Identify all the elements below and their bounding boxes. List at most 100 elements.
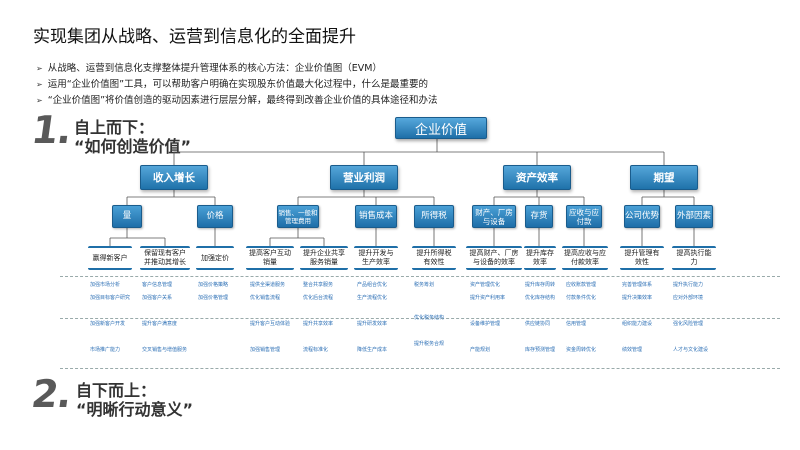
detail-item: 客户信息管理 bbox=[142, 282, 173, 288]
detail-item: 提升共享效率 bbox=[303, 321, 334, 327]
action-node: 提高应收与应付款效率 bbox=[562, 246, 608, 270]
separator-line bbox=[60, 276, 780, 277]
detail-item: 生产流程优化 bbox=[357, 295, 388, 301]
detail-item: 完善管理体系 bbox=[622, 282, 653, 288]
action-node: 提高执行能力 bbox=[672, 246, 716, 270]
detail-item: 加强价格管理 bbox=[198, 295, 229, 301]
external-factors-node: 外部因素 bbox=[675, 205, 713, 228]
detail-item: 市场推广能力 bbox=[90, 347, 121, 353]
detail-item: 资产管理优化 bbox=[470, 282, 501, 288]
receivables-payables-node: 应收与应付款 bbox=[566, 205, 602, 228]
detail-item: 优化后台流程 bbox=[303, 295, 334, 301]
volume-node: 量 bbox=[112, 205, 142, 228]
action-node: 提升管理有效性 bbox=[620, 246, 664, 270]
step-one-line2: “如何创造价值” bbox=[74, 137, 192, 156]
action-node: 提升所得税有效性 bbox=[412, 246, 456, 270]
action-node: 赢得新客户 bbox=[88, 246, 132, 270]
detail-item: 提升研发效率 bbox=[357, 321, 388, 327]
detail-item: 加强销售管理 bbox=[250, 347, 281, 353]
detail-item: 产品组合优化 bbox=[357, 282, 388, 288]
sga-expense-node: 销售、一般和管理费用 bbox=[277, 205, 319, 228]
detail-item: 库存预测管理 bbox=[525, 347, 556, 353]
detail-item: 供应链协同 bbox=[525, 321, 551, 327]
bullet-1: ➢ 从战略、运营到信息化支撑整体提升管理体系的核心方法：企业价值图（EVM） bbox=[36, 60, 382, 74]
step-one-line1: 自上而下： bbox=[74, 118, 155, 137]
detail-item: 税务筹划 bbox=[414, 282, 435, 288]
detail-item: 交叉销售与增值服务 bbox=[142, 347, 188, 353]
detail-column: 客户信息管理 加强客户关系 提升客户满意度 交叉销售与增值服务 bbox=[142, 282, 190, 354]
detail-item: 加强价格策略 bbox=[198, 282, 229, 288]
detail-item: 提升库存周转 bbox=[525, 282, 556, 288]
detail-item: 加强市场分析 bbox=[90, 282, 121, 288]
detail-item: 应对外部环境 bbox=[673, 295, 704, 301]
detail-item: 加强目标客户研究 bbox=[90, 295, 131, 301]
detail-column: 产品组合优化 生产流程优化 提升研发效率 降低生产成本 bbox=[357, 282, 401, 354]
arrow-bullet-icon: ➢ bbox=[36, 96, 43, 105]
step-two-line2: “明晰行动意义” bbox=[76, 400, 194, 419]
detail-column: 提升库存周转 优化库存结构 供应链协同 库存预测管理 bbox=[525, 282, 561, 354]
detail-column: 资产管理优化 提升资产利用率 设备维护管理 产能规划 bbox=[470, 282, 520, 354]
detail-column: 整合共享服务 优化后台流程 提升共享效率 流程标准化 bbox=[303, 282, 349, 354]
revenue-growth-node: 收入增长 bbox=[140, 165, 208, 190]
action-node: 提高财产、厂房与设备的效率 bbox=[466, 246, 522, 270]
detail-column: 应收账款管理 付款条件优化 信用管理 资金周转优化 bbox=[566, 282, 612, 354]
ppe-node: 财产、厂房与设备 bbox=[472, 205, 516, 228]
step-one-heading: 自上而下： “如何创造价值” bbox=[74, 118, 191, 156]
price-node: 价格 bbox=[197, 205, 233, 228]
bullet-3: ➢ “企业价值图”将价值创造的驱动因素进行层层分解，最终得到改善企业价值的具体途径… bbox=[36, 92, 438, 106]
cost-of-sales-node: 销售成本 bbox=[355, 205, 397, 228]
detail-item: 流程标准化 bbox=[303, 347, 329, 353]
detail-item: 降低生产成本 bbox=[357, 347, 388, 353]
detail-column: 加强市场分析 加强目标客户研究 加强新客户开发 市场推广能力 bbox=[90, 282, 134, 354]
enterprise-value-node: 企业价值 bbox=[395, 117, 487, 139]
action-node: 提升开发与生产效率 bbox=[354, 246, 398, 270]
detail-item: 提升客户互动体验 bbox=[250, 321, 291, 327]
detail-item: 提供全渠道服务 bbox=[250, 282, 286, 288]
detail-item: 设备维护管理 bbox=[470, 321, 501, 327]
detail-item: 提升税务合规 bbox=[414, 340, 445, 347]
detail-item: 信用管理 bbox=[566, 321, 587, 327]
detail-column: 税务筹划 优化税务结构 提升税务合规 bbox=[414, 282, 458, 347]
arrow-bullet-icon: ➢ bbox=[36, 64, 43, 73]
asset-efficiency-node: 资产效率 bbox=[503, 165, 571, 190]
detail-item: 付款条件优化 bbox=[566, 295, 597, 301]
detail-item: 强化风险管理 bbox=[673, 321, 704, 327]
detail-item: 优化税务结构 bbox=[414, 314, 445, 321]
action-node: 加强定价 bbox=[196, 246, 234, 270]
separator-line bbox=[60, 318, 780, 319]
detail-item: 提升客户满意度 bbox=[142, 321, 178, 327]
bullet-text: “企业价值图”将价值创造的驱动因素进行层层分解，最终得到改善企业价值的具体途径和… bbox=[47, 95, 438, 106]
detail-column: 完善管理体系 提升决策效率 组织能力建设 绩效管理 bbox=[622, 282, 666, 354]
detail-item: 提升资产利用率 bbox=[470, 295, 506, 301]
detail-column: 加强价格策略 加强价格管理 bbox=[198, 282, 238, 302]
bullet-text: 从战略、运营到信息化支撑整体提升管理体系的核心方法：企业价值图（EVM） bbox=[47, 63, 382, 74]
detail-item: 提升执行能力 bbox=[673, 282, 704, 288]
bullet-2: ➢ 运用“企业价值图”工具，可以帮助客户明确在实现股东价值最大化过程中，什么是最重… bbox=[36, 76, 428, 90]
detail-item: 优化库存结构 bbox=[525, 295, 556, 301]
inventory-node: 存货 bbox=[525, 205, 553, 228]
detail-column: 提升执行能力 应对外部环境 强化风险管理 人才与文化建设 bbox=[673, 282, 719, 354]
step-two-line1: 自下而上： bbox=[76, 381, 157, 400]
action-node: 提升企业共享服务销量 bbox=[300, 246, 348, 270]
income-tax-node: 所得税 bbox=[414, 205, 454, 228]
separator-line bbox=[60, 368, 780, 369]
detail-item: 资金周转优化 bbox=[566, 347, 597, 353]
detail-item: 加强客户关系 bbox=[142, 295, 173, 301]
detail-item: 应收账款管理 bbox=[566, 282, 597, 288]
bullet-text: 运用“企业价值图”工具，可以帮助客户明确在实现股东价值最大化过程中，什么是最重要… bbox=[47, 79, 429, 90]
action-node: 提升库存效率 bbox=[524, 246, 556, 270]
detail-item: 整合共享服务 bbox=[303, 282, 334, 288]
step-two-heading: 自下而上： “明晰行动意义” bbox=[76, 381, 193, 419]
company-advantage-node: 公司优势 bbox=[624, 205, 660, 228]
detail-item: 绩效管理 bbox=[622, 347, 643, 353]
arrow-bullet-icon: ➢ bbox=[36, 80, 43, 89]
detail-item: 加强新客户开发 bbox=[90, 321, 126, 327]
action-node: 提高客户互动销量 bbox=[246, 246, 294, 270]
slide-title: 实现集团从战略、运营到信息化的全面提升 bbox=[33, 27, 356, 47]
expectation-node: 期望 bbox=[630, 165, 698, 190]
detail-item: 人才与文化建设 bbox=[673, 347, 709, 353]
detail-item: 产能规划 bbox=[470, 347, 491, 353]
detail-item: 优化销售流程 bbox=[250, 295, 281, 301]
action-node: 保留现有客户并推动其增长 bbox=[140, 246, 190, 270]
